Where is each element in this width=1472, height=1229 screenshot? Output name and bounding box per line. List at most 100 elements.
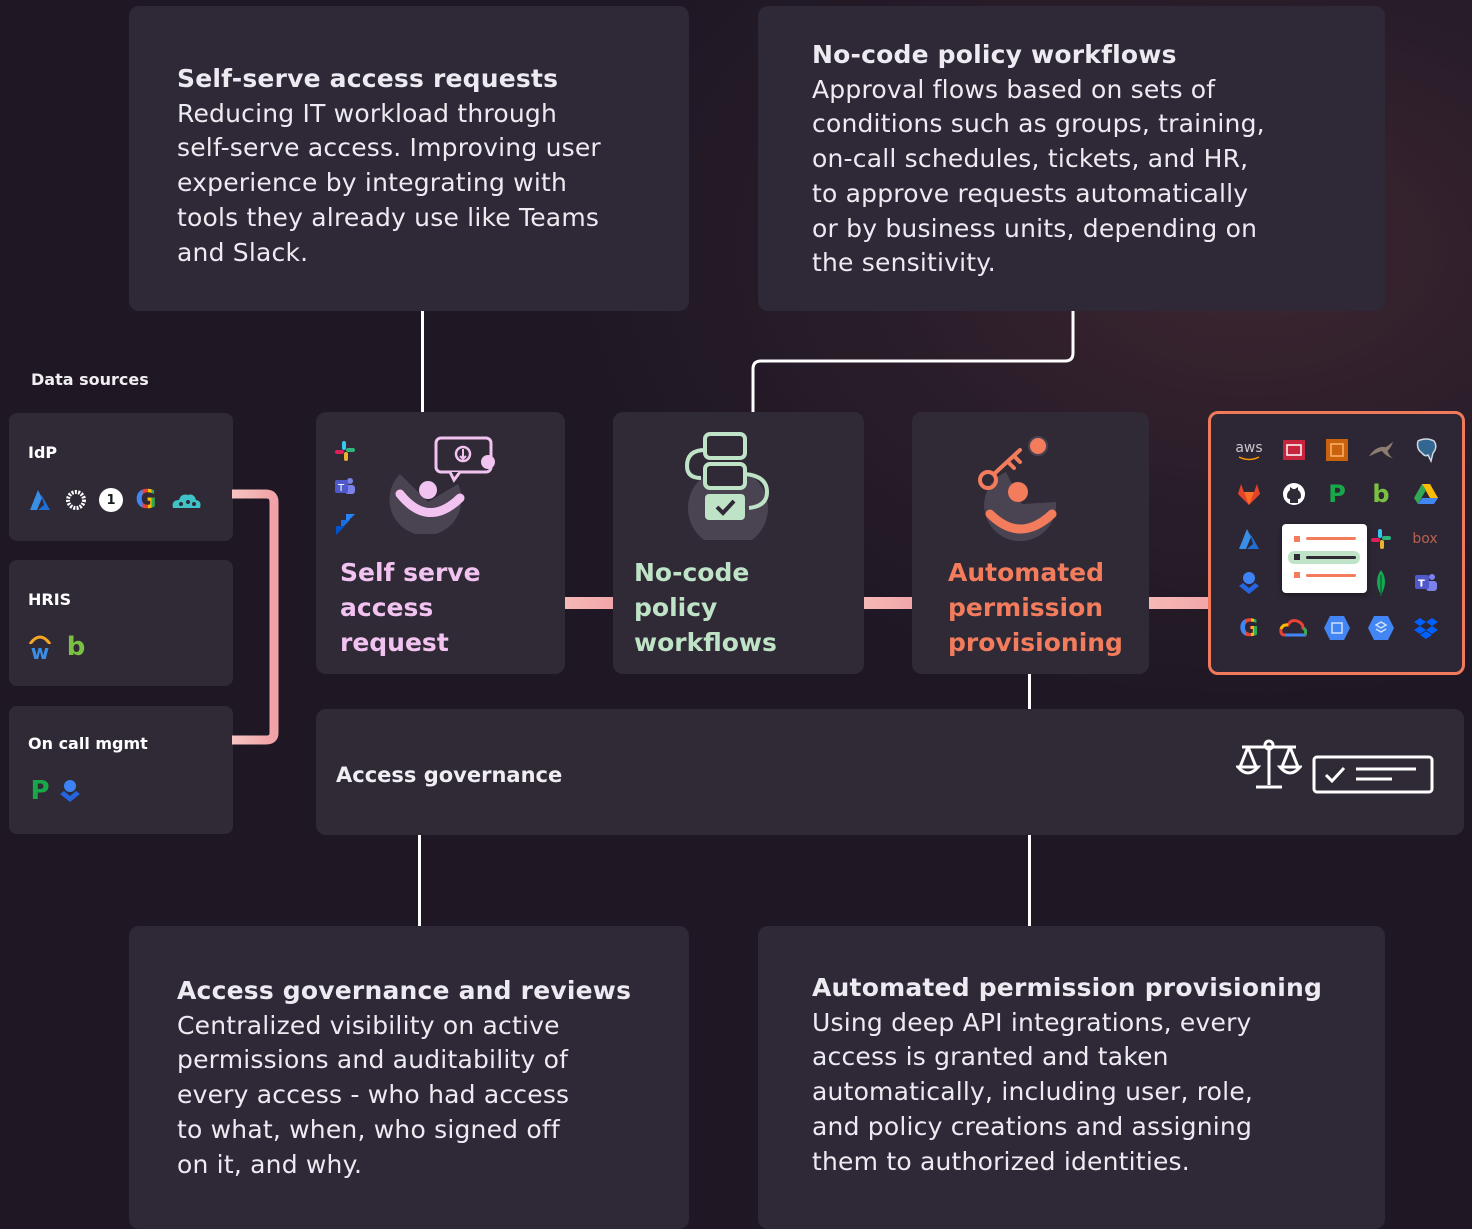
data-sources-heading: Data sources	[31, 370, 149, 389]
info-card-line: on it, and why.	[177, 1149, 363, 1179]
key-illustration-icon	[974, 432, 1074, 546]
onelogin-icon: 1	[99, 488, 123, 512]
google-drive-icon	[1412, 480, 1440, 508]
info-card-title: Automated permission provisioning	[812, 973, 1323, 1002]
azure-app-icon	[1235, 525, 1263, 553]
onelogin-glyph: 1	[106, 492, 116, 508]
dropbox-icon	[1412, 614, 1440, 642]
step-label-line: workflows	[634, 628, 777, 657]
mongodb-icon	[1367, 569, 1395, 597]
info-card-line: tools they already use like Teams	[177, 202, 600, 232]
info-card-governance: Access governance and reviews Centralize…	[129, 926, 689, 1229]
access-governance-bar: Access governance	[316, 709, 1464, 835]
connector-line	[421, 311, 424, 412]
info-card-line: Centralized visibility on active	[177, 1010, 560, 1040]
access-governance-label: Access governance	[336, 763, 563, 787]
permissions-popover	[1282, 524, 1367, 593]
aws-label: aws	[1235, 439, 1263, 456]
info-card-line: Reducing IT workload through	[177, 98, 557, 128]
step-label: No-code policy workflows	[634, 555, 777, 660]
self-serve-illustration-icon	[388, 434, 508, 538]
box-icon: box	[1411, 525, 1439, 553]
workday-icon: w	[27, 634, 53, 664]
info-card-line: and policy creations and assigning	[812, 1111, 1253, 1141]
workflow-illustration-icon	[683, 430, 773, 548]
pagerduty-app-glyph: P	[1328, 480, 1346, 508]
bamboo-glyph: b	[66, 632, 86, 662]
workday-glyph: w	[30, 640, 50, 664]
aws-icon: aws	[1235, 436, 1263, 464]
jira-icon	[334, 512, 356, 540]
info-card-line: and Slack.	[177, 237, 309, 267]
pagerduty-glyph: P	[30, 776, 50, 806]
info-card-line: access is granted and taken	[812, 1042, 1169, 1072]
step-label-line: Self serve	[340, 558, 481, 587]
step-label: Automated permission provisioning	[948, 555, 1123, 660]
teams-glyph: T	[1418, 579, 1425, 590]
aws-iam-icon	[1280, 436, 1308, 464]
info-card-title: Self-serve access requests	[177, 64, 559, 93]
step-card-no-code: No-code policy workflows	[613, 412, 864, 674]
info-card-line: Using deep API integrations, every	[812, 1007, 1252, 1037]
gcp-storage-icon	[1367, 614, 1395, 642]
step-label-line: request	[340, 628, 449, 657]
info-card-line: automatically, including user, role,	[812, 1077, 1254, 1107]
step-label-line: No-code	[634, 558, 750, 587]
step-connector	[1149, 597, 1210, 609]
teams-icon: T	[333, 476, 357, 502]
scales-icon	[1234, 737, 1304, 799]
info-card-line: to approve requests automatically	[812, 178, 1249, 208]
pagerduty-app-icon: P	[1323, 480, 1351, 508]
step-label-line: policy	[634, 593, 718, 622]
source-card-idp: IdP 1 G	[9, 413, 233, 541]
connector-line-no-code	[751, 311, 1075, 413]
info-card-provisioning: Automated permission provisioning Using …	[758, 926, 1385, 1229]
okta-icon	[63, 487, 89, 513]
step-label-line: Automated	[948, 558, 1104, 587]
source-title: HRIS	[28, 590, 72, 609]
step-connector	[864, 597, 912, 609]
info-card-no-code: No-code policy workflows Approval flows …	[758, 6, 1385, 311]
info-card-line: or by business units, depending on	[812, 213, 1258, 243]
gitlab-icon	[1235, 480, 1263, 508]
svg-text:T: T	[337, 483, 345, 494]
info-card-line: experience by integrating with	[177, 168, 568, 198]
opsgenie-icon	[57, 778, 83, 804]
info-card-line: them to authorized identities.	[812, 1146, 1190, 1176]
step-label-line: permission	[948, 593, 1104, 622]
info-card-title: Access governance and reviews	[177, 976, 632, 1005]
pagerduty-icon: P	[27, 776, 53, 806]
step-card-self-serve: T Self serve access request	[316, 412, 565, 674]
source-title: On call mgmt	[28, 734, 148, 753]
info-card-line: self-serve access. Improving user	[177, 133, 601, 163]
step-label-line: provisioning	[948, 628, 1123, 657]
step-label: Self serve access request	[340, 555, 481, 660]
aws-ec2-icon	[1323, 436, 1351, 464]
info-card-line: conditions such as groups, training,	[812, 109, 1265, 139]
info-card-line: Approval flows based on sets of	[812, 74, 1216, 104]
azure-ad-icon	[27, 487, 53, 513]
postgresql-icon	[1412, 436, 1440, 464]
sources-bracket	[232, 489, 316, 745]
google-glyph: G	[135, 485, 157, 515]
info-card-line: permissions and auditability of	[177, 1045, 569, 1075]
bamboohr-icon: b	[63, 632, 89, 662]
step-connector	[565, 597, 613, 609]
info-card-line: to what, when, who signed off	[177, 1114, 560, 1144]
info-card-line: on-call schedules, tickets, and HR,	[812, 144, 1249, 174]
google-app-glyph: G	[1239, 614, 1259, 642]
info-card-line: the sensitivity.	[812, 248, 996, 278]
box-label: box	[1412, 531, 1438, 547]
step-card-provisioning: Automated permission provisioning	[912, 412, 1149, 674]
connector-line	[418, 835, 421, 926]
source-card-hris: HRIS w b	[9, 560, 233, 686]
bamboohr-app-icon: b	[1367, 480, 1395, 508]
slack-icon	[334, 440, 356, 466]
info-card-line: every access - who had access	[177, 1080, 570, 1110]
slack-app-icon	[1367, 525, 1395, 553]
google-app-icon: G	[1235, 614, 1263, 642]
info-card-self-serve: Self-serve access requests Reducing IT w…	[129, 6, 689, 311]
opsgenie-app-icon	[1235, 569, 1263, 597]
jumpcloud-icon	[169, 487, 203, 513]
mysql-icon	[1367, 436, 1395, 464]
